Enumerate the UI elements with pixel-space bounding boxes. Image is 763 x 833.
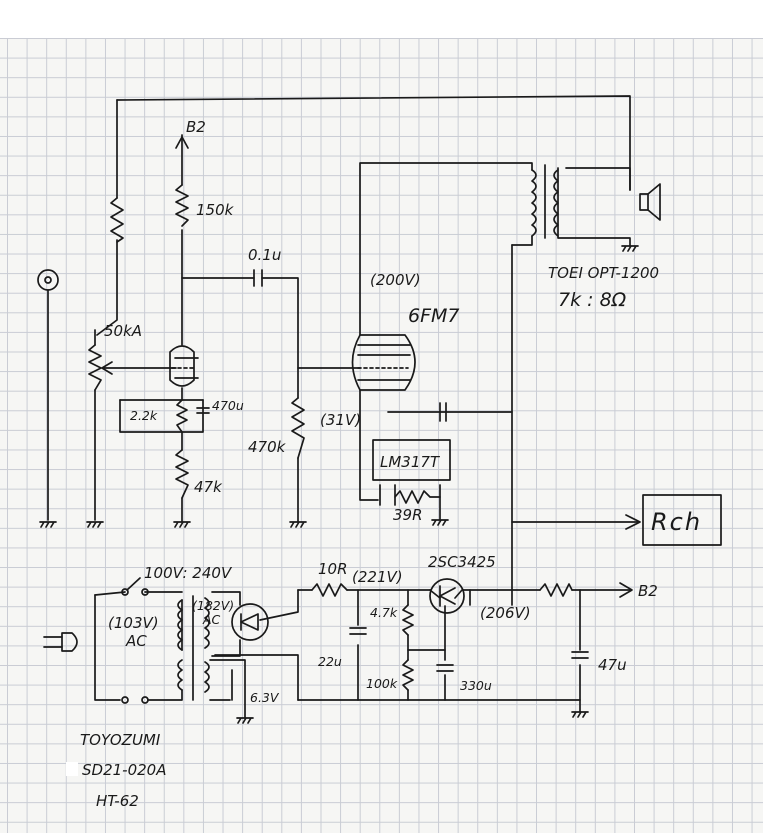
primary-ac-label: AC bbox=[125, 632, 147, 650]
volume-pot bbox=[88, 344, 113, 391]
plate-voltage-label: (200V) bbox=[370, 271, 421, 289]
resistor-470k bbox=[291, 397, 305, 459]
resistor-150k bbox=[175, 184, 189, 227]
coupling-capacitor bbox=[253, 269, 263, 287]
b2-top-label: B2 bbox=[186, 118, 206, 136]
ac-plug-icon bbox=[43, 632, 78, 652]
resistor-47k bbox=[175, 449, 189, 499]
resistor-b2-out bbox=[539, 583, 573, 597]
capacitor-47u bbox=[571, 651, 589, 659]
filter-cap-3-label: 47u bbox=[598, 656, 627, 674]
wiring bbox=[47, 95, 641, 719]
cathode-bypass-capacitor bbox=[439, 402, 447, 422]
series-resistor-label: 10R bbox=[318, 560, 348, 578]
transformer-type-label: HT-62 bbox=[96, 792, 139, 810]
transistor-icon bbox=[429, 578, 465, 614]
rch-box bbox=[642, 494, 722, 546]
input-jack-icon bbox=[37, 269, 59, 291]
opt-model-label: TOEI OPT-1200 bbox=[548, 264, 659, 282]
opt-ratio-label: 7k : 8Ω bbox=[558, 289, 627, 311]
output-transformer-icon bbox=[531, 164, 559, 239]
power-switch-icon bbox=[121, 577, 149, 704]
filter-cap-1-label: 22u bbox=[318, 654, 342, 669]
resistor-4-7k bbox=[402, 604, 414, 636]
set-resistor-label: 39R bbox=[393, 506, 423, 524]
rch-label: Rch bbox=[651, 508, 702, 536]
secondary-ac-label: AC bbox=[202, 612, 221, 627]
transformer-maker-label: TOYOZUMI bbox=[80, 731, 161, 749]
cathode-capacitor bbox=[196, 407, 210, 414]
ground-symbols bbox=[39, 245, 639, 724]
grid-leak-label: 47k bbox=[194, 478, 223, 496]
grid-resistor-label: 470k bbox=[248, 438, 287, 456]
transformer-model-label: SD21-020A bbox=[82, 761, 166, 779]
transistor-label: 2SC3425 bbox=[428, 553, 496, 571]
resistor-pot-top bbox=[110, 197, 124, 243]
resistor-100k bbox=[402, 659, 414, 691]
cathode-cap-label: 470u bbox=[212, 398, 244, 413]
output-voltage-label: (206V) bbox=[480, 604, 531, 622]
primary-voltage-label: (103V) bbox=[108, 614, 159, 632]
bias-resistor-bottom-label: 100k bbox=[366, 676, 398, 691]
redaction-mark bbox=[66, 762, 78, 776]
regulator-label: LM317T bbox=[380, 453, 441, 471]
volume-pot-label: 50kA bbox=[104, 322, 142, 340]
bias-resistor-top-label: 4.7k bbox=[370, 605, 398, 620]
b2-out-label: B2 bbox=[638, 582, 658, 600]
resistor-10r bbox=[311, 583, 348, 597]
resistor-2-2k bbox=[176, 399, 188, 433]
output-tube-label: 6FM7 bbox=[408, 305, 460, 327]
power-transformer-icon bbox=[177, 595, 210, 701]
speaker-icon bbox=[639, 183, 661, 221]
input-triode-icon bbox=[169, 345, 199, 387]
secondary-voltage-label: (182V) bbox=[192, 598, 234, 613]
switch-label: 100V: 240V bbox=[144, 564, 233, 582]
cathode-voltage-label: (31V) bbox=[320, 411, 361, 429]
filter-cap-2-label: 330u bbox=[460, 678, 492, 693]
coupling-cap-label: 0.1u bbox=[248, 246, 281, 264]
resistor-150k-label: 150k bbox=[196, 201, 235, 219]
regulator-box bbox=[372, 439, 451, 481]
capacitor-22u bbox=[349, 627, 367, 635]
resistor-39r bbox=[394, 490, 441, 504]
heater-label: 6.3V bbox=[250, 690, 280, 705]
output-tube-icon bbox=[351, 334, 416, 391]
capacitor-330u bbox=[436, 664, 454, 672]
scan-margin bbox=[0, 0, 763, 38]
cathode-resistor-label: 2.2k bbox=[130, 408, 158, 423]
bridge-rectifier-icon bbox=[231, 603, 269, 641]
node-voltage-label: (221V) bbox=[352, 568, 403, 586]
